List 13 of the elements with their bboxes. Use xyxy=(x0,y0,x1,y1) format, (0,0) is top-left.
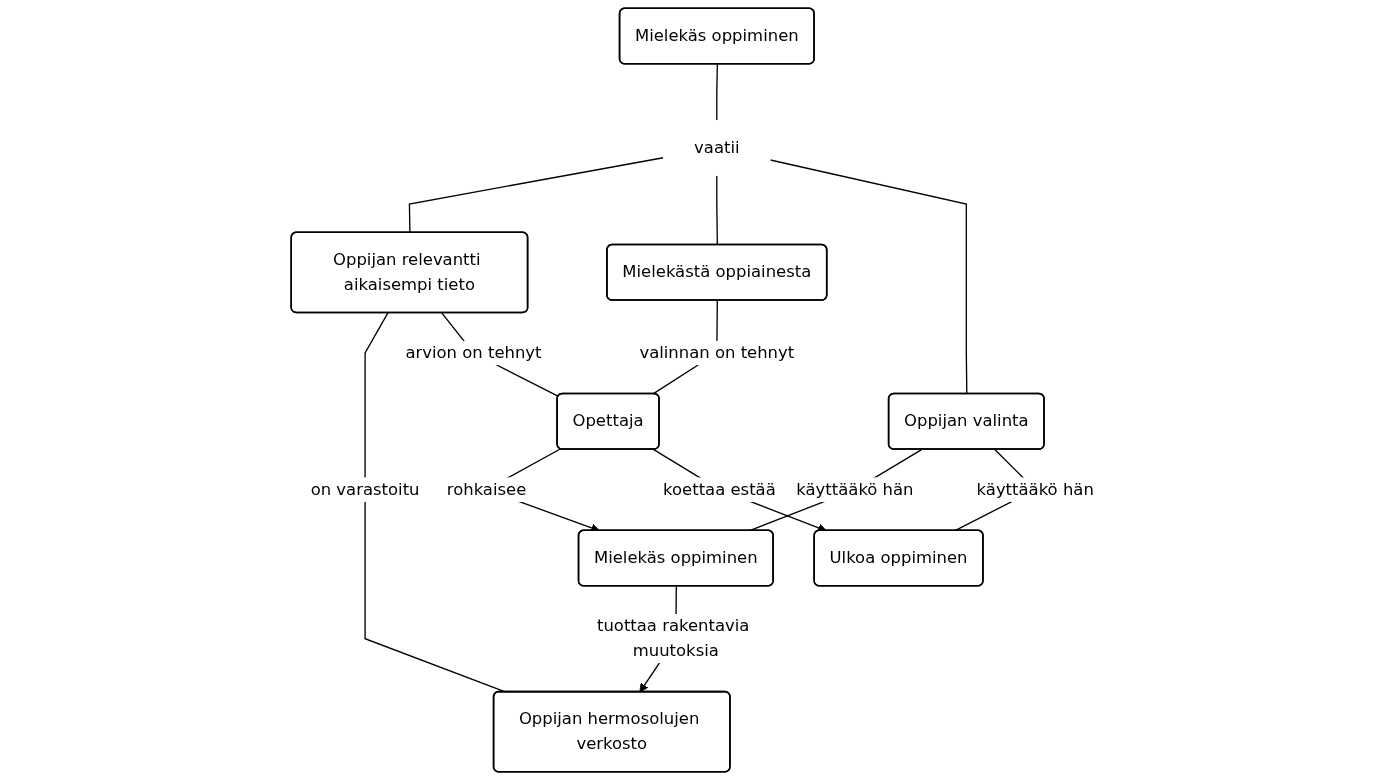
edge-label: tuottaa rakentavia muutoksia xyxy=(596,616,750,661)
edge-label: on varastoitu xyxy=(310,479,420,499)
edge-label: arvion on tehnyt xyxy=(405,342,542,363)
edge-label: valinnan on tehnyt xyxy=(639,342,795,363)
edge-label: käyttääkö hän xyxy=(796,479,914,499)
connector xyxy=(716,63,718,121)
connector xyxy=(408,157,664,234)
edge-label: rohkaisee xyxy=(446,479,527,499)
connector xyxy=(769,159,968,395)
node-text: vaatii xyxy=(694,137,740,158)
connector xyxy=(716,175,718,246)
edge-label: koettaa estää xyxy=(663,479,776,499)
edge-label: käyttääkö hän xyxy=(976,479,1094,499)
